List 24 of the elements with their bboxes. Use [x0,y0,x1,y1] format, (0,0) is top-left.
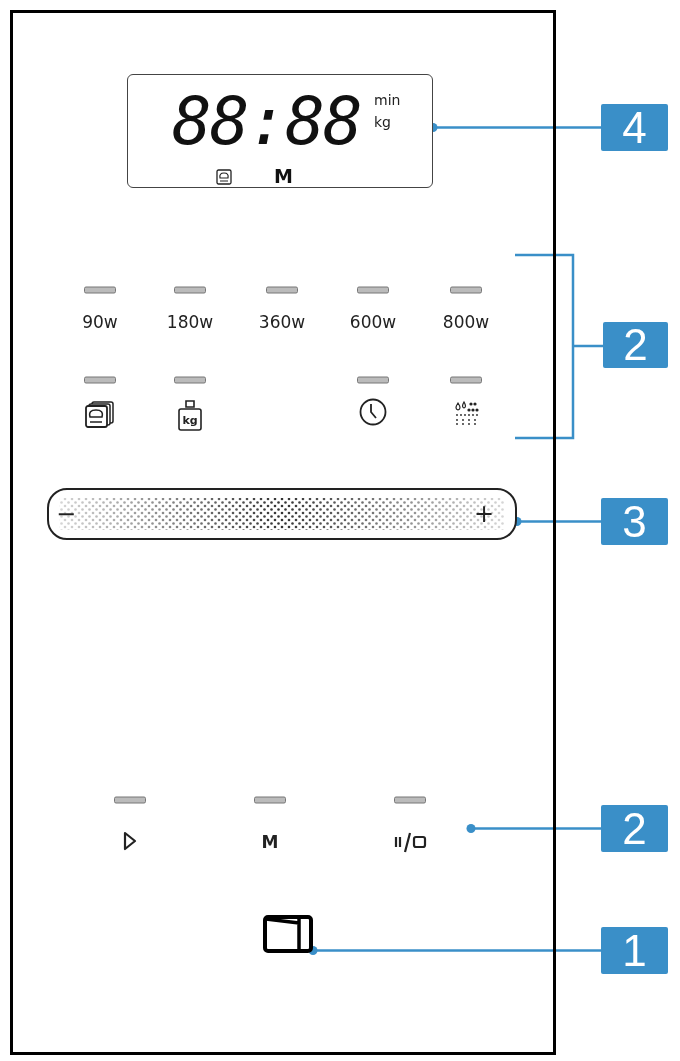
plus-sign: + [473,502,495,526]
callout-number: 2 [603,322,668,368]
callout-number: 1 [601,927,668,974]
power-level-label: 600w [349,313,397,331]
callout-number: 3 [601,498,668,545]
unit-text: min [374,93,401,107]
weight-unit: kg [182,414,198,426]
power-level-label: 90w [82,313,118,331]
leader-line [466,824,601,833]
door-icon [263,915,313,953]
power-level-label: 360w [258,313,306,331]
display-screen [127,74,433,188]
menu-button-label: M [261,833,279,851]
panel-frame [10,10,556,1055]
callout-number: 2 [601,805,668,852]
slider-bar [47,488,517,540]
power-level-label: 800w [442,313,490,331]
unit-text: kg [374,115,391,129]
callout-number: 4 [601,104,668,151]
leader-line [308,946,601,955]
minus-sign: − [55,502,77,526]
time-digits: 88:88 [172,89,361,155]
mode-letter: M [274,167,293,186]
power-level-label: 180w [166,313,214,331]
